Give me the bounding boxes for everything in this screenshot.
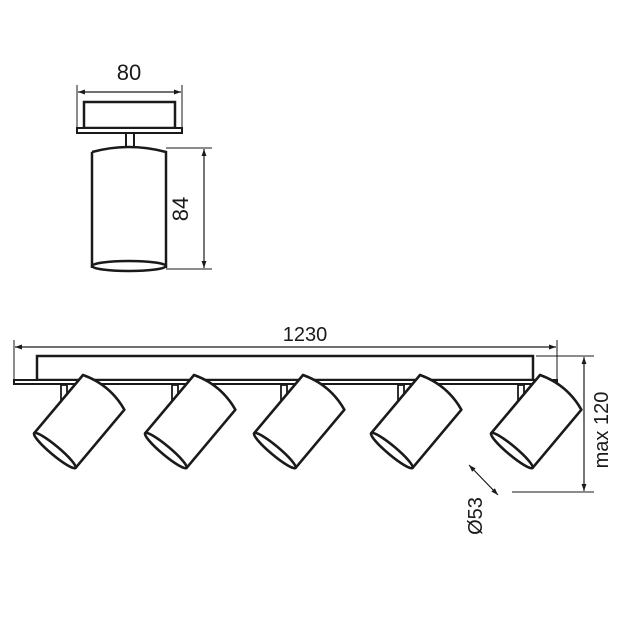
spot-3 [252,373,346,470]
diameter-dimension-arrow [468,464,499,496]
spot-1 [32,373,126,470]
diameter-label: Ø53 [465,497,487,535]
cylinder-body [90,145,168,268]
width-label: 80 [117,60,141,85]
spot-2 [143,373,237,470]
cylinder-opening [90,259,168,273]
spot-5 [489,373,583,470]
stem [125,132,135,148]
bar-housing [35,354,535,382]
spot-bar-front-view: 1230 [13,324,613,535]
single-spot-side-view: 80 84 [76,60,212,273]
spot-4 [369,373,463,470]
height-label: 84 [168,197,193,221]
mount-box [82,100,177,130]
length-label: 1230 [283,324,328,346]
max-height-label: max 120 [591,392,613,469]
